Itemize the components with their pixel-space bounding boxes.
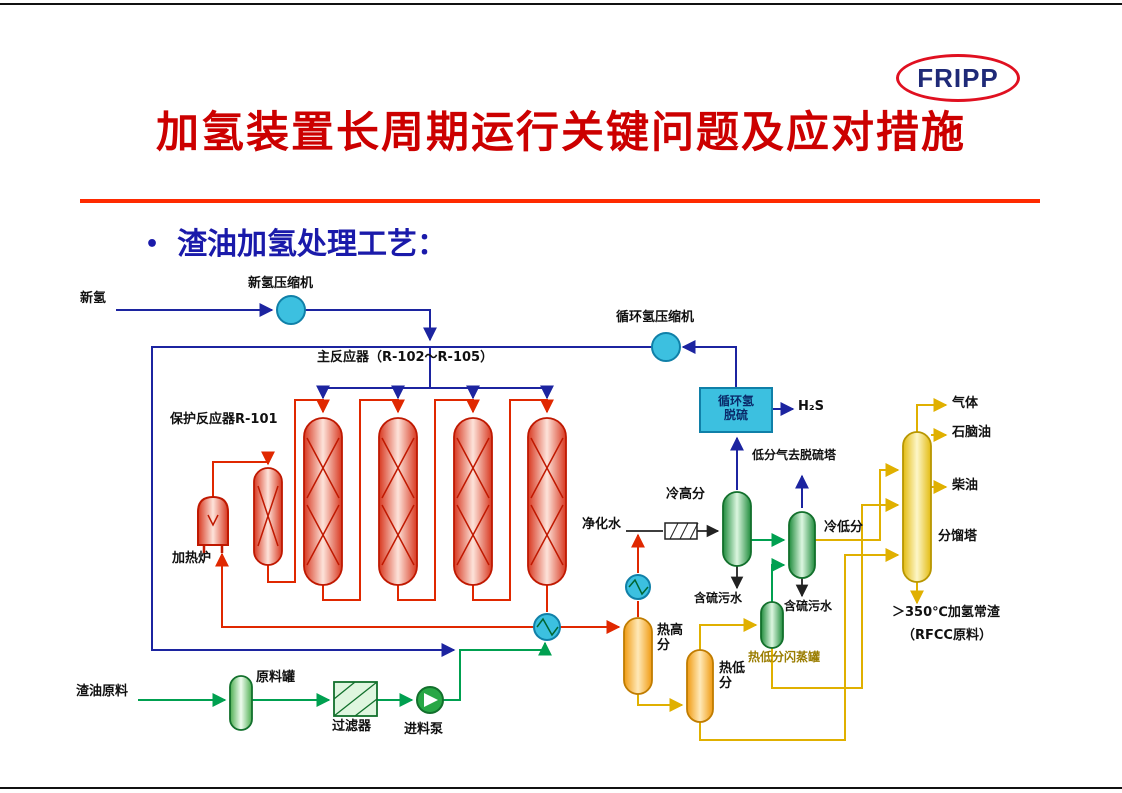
guard-reactor-shape [253, 467, 283, 566]
label-cold-hp-separator: 冷高分 [666, 487, 706, 502]
main-reactor-3 [453, 417, 493, 586]
slide-title: 加氢装置长周期运行关键问题及应对措施 [156, 110, 966, 157]
bullet-text: 渣油加氢处理工艺： [177, 228, 448, 261]
fresh-h2-compressor [276, 295, 306, 325]
label-fractionator: 分馏塔 [938, 529, 978, 544]
label-cold-lp-separator: 冷低分 [824, 520, 864, 535]
label-guard-reactor: 保护反应器R-101 [170, 412, 278, 427]
feed-filter-shape [333, 681, 378, 717]
label-resid-feed: 渣油原料 [76, 684, 129, 699]
label-hot-lp-separator: 热低分 [719, 661, 746, 691]
label-recycle-desulf: 循环氢脱硫 [717, 394, 754, 422]
label-lp-gas-note: 低分气去脱硫塔 [752, 448, 837, 462]
hot-hp-separator [623, 617, 653, 695]
product-lines [637, 398, 948, 741]
recycle-desulf-unit [699, 387, 773, 433]
label-residue-line2: （RFCC原料） [902, 628, 992, 643]
bullet-glyph: • [145, 232, 160, 257]
label-gas: 气体 [952, 396, 979, 411]
label-residue-line1: ＞350℃加氢常渣 [892, 605, 1000, 620]
cold-lp-separator [788, 511, 816, 579]
fripp-logo-text: FRIPP [917, 62, 999, 93]
label-hot-lp-flash: 热低分闪蒸罐 [748, 650, 821, 664]
hydrogen-lines [116, 303, 809, 657]
utility-lines [626, 524, 809, 598]
static-mixer [664, 522, 699, 540]
label-feed-tank: 原料罐 [256, 670, 296, 685]
label-naphtha: 石脑油 [952, 425, 992, 440]
label-main-reactors: 主反应器（R-102～R-105） [317, 350, 494, 365]
feed-tank-shape [229, 675, 253, 731]
hot-lp-separator [686, 649, 714, 723]
label-filter: 过滤器 [332, 719, 372, 734]
hot-lp-flash-drum [760, 601, 784, 649]
label-furnace: 加热炉 [172, 551, 212, 566]
slide-top-border [0, 3, 1122, 5]
label-hot-hp-separator: 热高分 [657, 623, 684, 653]
label-diesel: 柴油 [952, 478, 979, 493]
label-purified-water: 净化水 [582, 517, 622, 532]
main-reactor-4 [527, 417, 567, 586]
fractionator-column [902, 431, 932, 583]
reaction-lines [212, 399, 645, 634]
feed-lines [138, 533, 786, 707]
bullet-row: • 渣油加氢处理工艺： [145, 226, 447, 264]
title-divider [80, 199, 1040, 203]
label-fresh-h2-compressor: 新氢压缩机 [248, 276, 314, 291]
label-recycle-compressor: 循环氢压缩机 [616, 310, 695, 325]
fripp-logo: FRIPP [896, 54, 1020, 102]
label-feed-pump: 进料泵 [404, 722, 444, 737]
slide-bottom-border [0, 787, 1122, 789]
cold-hp-separator [722, 491, 752, 567]
feed-pump-shape [416, 686, 444, 714]
label-fresh-h2: 新氢 [80, 291, 107, 306]
effluent-cooler [625, 574, 651, 600]
label-sour-water-2: 含硫污水 [784, 599, 833, 613]
recycle-h2-compressor [651, 332, 681, 362]
label-sour-water-1: 含硫污水 [694, 591, 743, 605]
feed-effluent-exchanger [533, 613, 561, 641]
label-h2s: H₂S [798, 399, 824, 414]
furnace-shape [197, 495, 229, 553]
main-reactor-2 [378, 417, 418, 586]
main-reactor-1 [303, 417, 343, 586]
